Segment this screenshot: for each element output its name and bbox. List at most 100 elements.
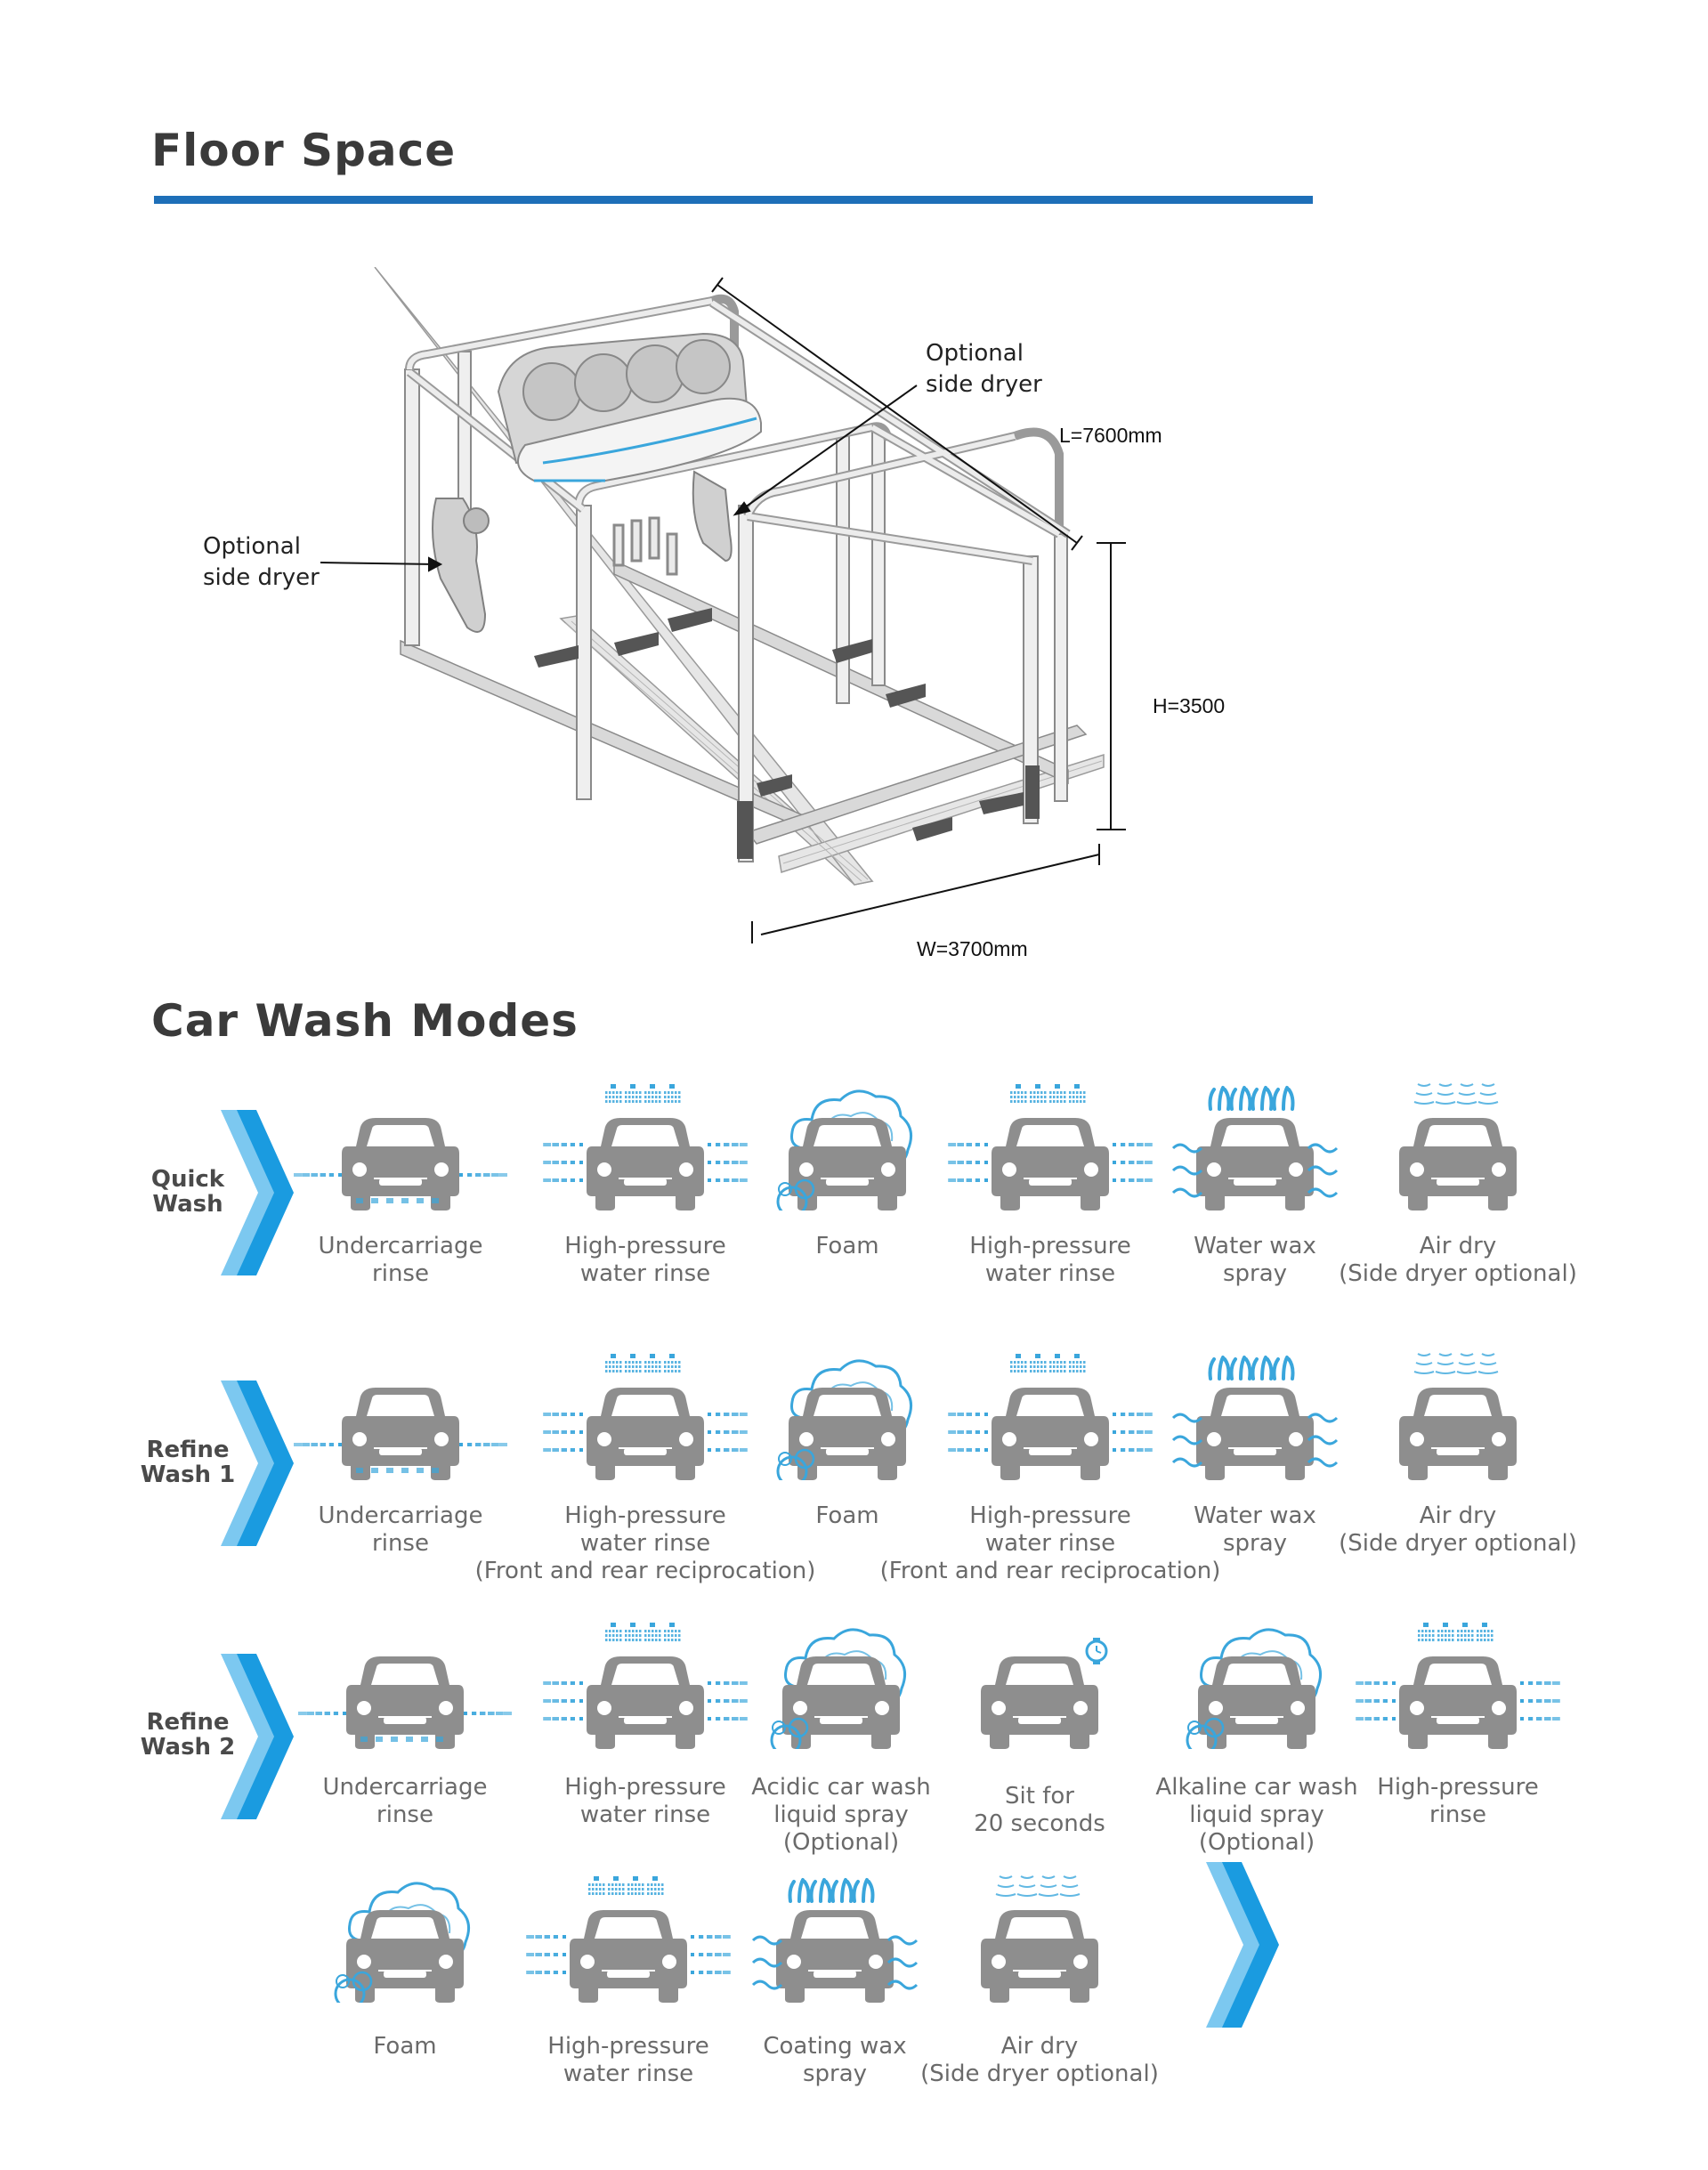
mode-label-refine-wash-2: Refine Wash 2 xyxy=(130,1710,246,1760)
step-caption-line: High-pressure xyxy=(969,1502,1131,1529)
step-caption-line: Foam xyxy=(815,1502,879,1529)
mode-label-quick-wash: Quick Wash xyxy=(130,1167,246,1217)
high-pressure-icon xyxy=(543,1084,748,1211)
step-caption-line: water rinse xyxy=(563,2061,694,2087)
chevron-right-icon xyxy=(221,1110,294,1275)
step-caption-line: High-pressure xyxy=(564,1774,726,1801)
step-caption-line: (Front and rear reciprocation) xyxy=(474,1558,816,1584)
step-caption-line: (Optional) xyxy=(782,1829,900,1856)
step-caption-line: Sit for xyxy=(1005,1783,1074,1810)
annotation-line: Optional xyxy=(926,340,1024,367)
water-wax-icon xyxy=(1171,1356,1339,1480)
step-caption-line: water rinse xyxy=(579,1260,711,1287)
step-caption-line: (Front and rear reciprocation) xyxy=(879,1558,1221,1584)
step-caption-line: High-pressure xyxy=(564,1233,726,1259)
step-caption-line: (Optional) xyxy=(1198,1829,1315,1856)
dimension-lines xyxy=(320,277,1126,943)
chevron-right-icon xyxy=(1206,1862,1279,2028)
air-dry-icon xyxy=(981,1875,1098,2003)
step-caption-line: rinse xyxy=(1429,1802,1486,1828)
annotation-line: Optional xyxy=(203,533,301,560)
step-caption-line: High-pressure xyxy=(547,2033,709,2060)
step-caption-line: Air dry xyxy=(1419,1502,1497,1529)
undercarriage-icon xyxy=(294,1118,507,1211)
step-caption: Air dry(Side dryer optional) xyxy=(920,2033,1159,2088)
high-pressure-icon xyxy=(526,1876,731,2003)
foam-icon xyxy=(776,1359,913,1480)
step-caption-line: water rinse xyxy=(579,1802,711,1828)
step-caption-line: liquid spray xyxy=(773,1802,909,1828)
foam-icon xyxy=(776,1089,913,1211)
length-dimension: L=7600mm xyxy=(1059,424,1162,447)
water-wax-icon xyxy=(751,1878,919,2003)
annotation-optional-side-dryer-right: Optional side dryer xyxy=(926,338,1042,401)
air-dry-icon xyxy=(1399,1083,1517,1211)
step-caption-line: Air dry xyxy=(1000,2033,1079,2060)
annotation-optional-side-dryer-left: Optional side dryer xyxy=(203,531,320,594)
step-caption-line: Foam xyxy=(373,2033,437,2060)
step-caption-line: Alkaline car wash xyxy=(1155,1774,1358,1801)
step-caption: Air dry(Side dryer optional) xyxy=(1339,1502,1577,1558)
step-caption-line: rinse xyxy=(372,1530,429,1557)
timer-icon xyxy=(981,1638,1108,1749)
high-pressure-icon xyxy=(543,1354,748,1480)
step-caption-line: 20 seconds xyxy=(974,1810,1105,1837)
floor-space-title: Floor Space xyxy=(151,125,457,176)
step-caption-line: rinse xyxy=(376,1802,433,1828)
step-caption-line: (Side dryer optional) xyxy=(920,2061,1159,2087)
step-caption-line: High-pressure xyxy=(564,1502,726,1529)
high-pressure-icon xyxy=(1356,1623,1560,1749)
step-caption-line: spray xyxy=(802,2061,868,2087)
step-caption-line: (Side dryer optional) xyxy=(1339,1530,1577,1557)
mode-label-line: Wash 2 xyxy=(140,1734,236,1761)
gantry-machine-illustration xyxy=(374,267,1105,886)
step-caption-line: Acidic car wash xyxy=(751,1774,931,1801)
width-dimension: W=3700mm xyxy=(917,937,1028,960)
step-caption-line: Undercarriage xyxy=(318,1233,483,1259)
step-caption-line: Undercarriage xyxy=(322,1774,488,1801)
mode-label-line: Quick xyxy=(150,1166,225,1193)
water-wax-icon xyxy=(1171,1086,1339,1211)
step-caption: Foam xyxy=(815,1233,878,1260)
high-pressure-icon xyxy=(948,1354,1153,1480)
top-dryer-unit xyxy=(497,332,762,482)
step-caption: Foam xyxy=(815,1502,878,1530)
step-caption-line: Foam xyxy=(815,1233,879,1259)
shampoo-icon: Shampoo xyxy=(770,1628,907,1749)
step-caption-line: Water wax xyxy=(1194,1502,1316,1529)
step-caption-line: High-pressure xyxy=(1377,1774,1539,1801)
floor-space-divider xyxy=(154,196,1313,204)
step-caption-line: rinse xyxy=(372,1260,429,1287)
mode-label-line: Refine xyxy=(146,1709,230,1736)
undercarriage-icon xyxy=(298,1656,512,1749)
step-caption-line: (Side dryer optional) xyxy=(1339,1260,1577,1287)
high-pressure-icon xyxy=(543,1623,748,1749)
step-caption: Air dry(Side dryer optional) xyxy=(1339,1233,1577,1288)
mode-label-line: Refine xyxy=(146,1437,230,1463)
mode-label-refine-wash-1: Refine Wash 1 xyxy=(130,1437,246,1487)
step-caption-line: Undercarriage xyxy=(318,1502,483,1529)
annotation-line: side dryer xyxy=(203,564,320,591)
height-dimension: H=3500 xyxy=(1153,694,1226,717)
mode-label-line: Wash 1 xyxy=(140,1462,236,1488)
chevron-right-icon xyxy=(221,1381,294,1546)
side-dryer-units xyxy=(432,470,733,633)
step-caption-line: liquid spray xyxy=(1189,1802,1324,1828)
step-caption-line: spray xyxy=(1222,1260,1288,1287)
step-caption-line: High-pressure xyxy=(969,1233,1131,1259)
chevron-right-icon xyxy=(221,1654,294,1819)
step-caption-line: water rinse xyxy=(579,1530,711,1557)
